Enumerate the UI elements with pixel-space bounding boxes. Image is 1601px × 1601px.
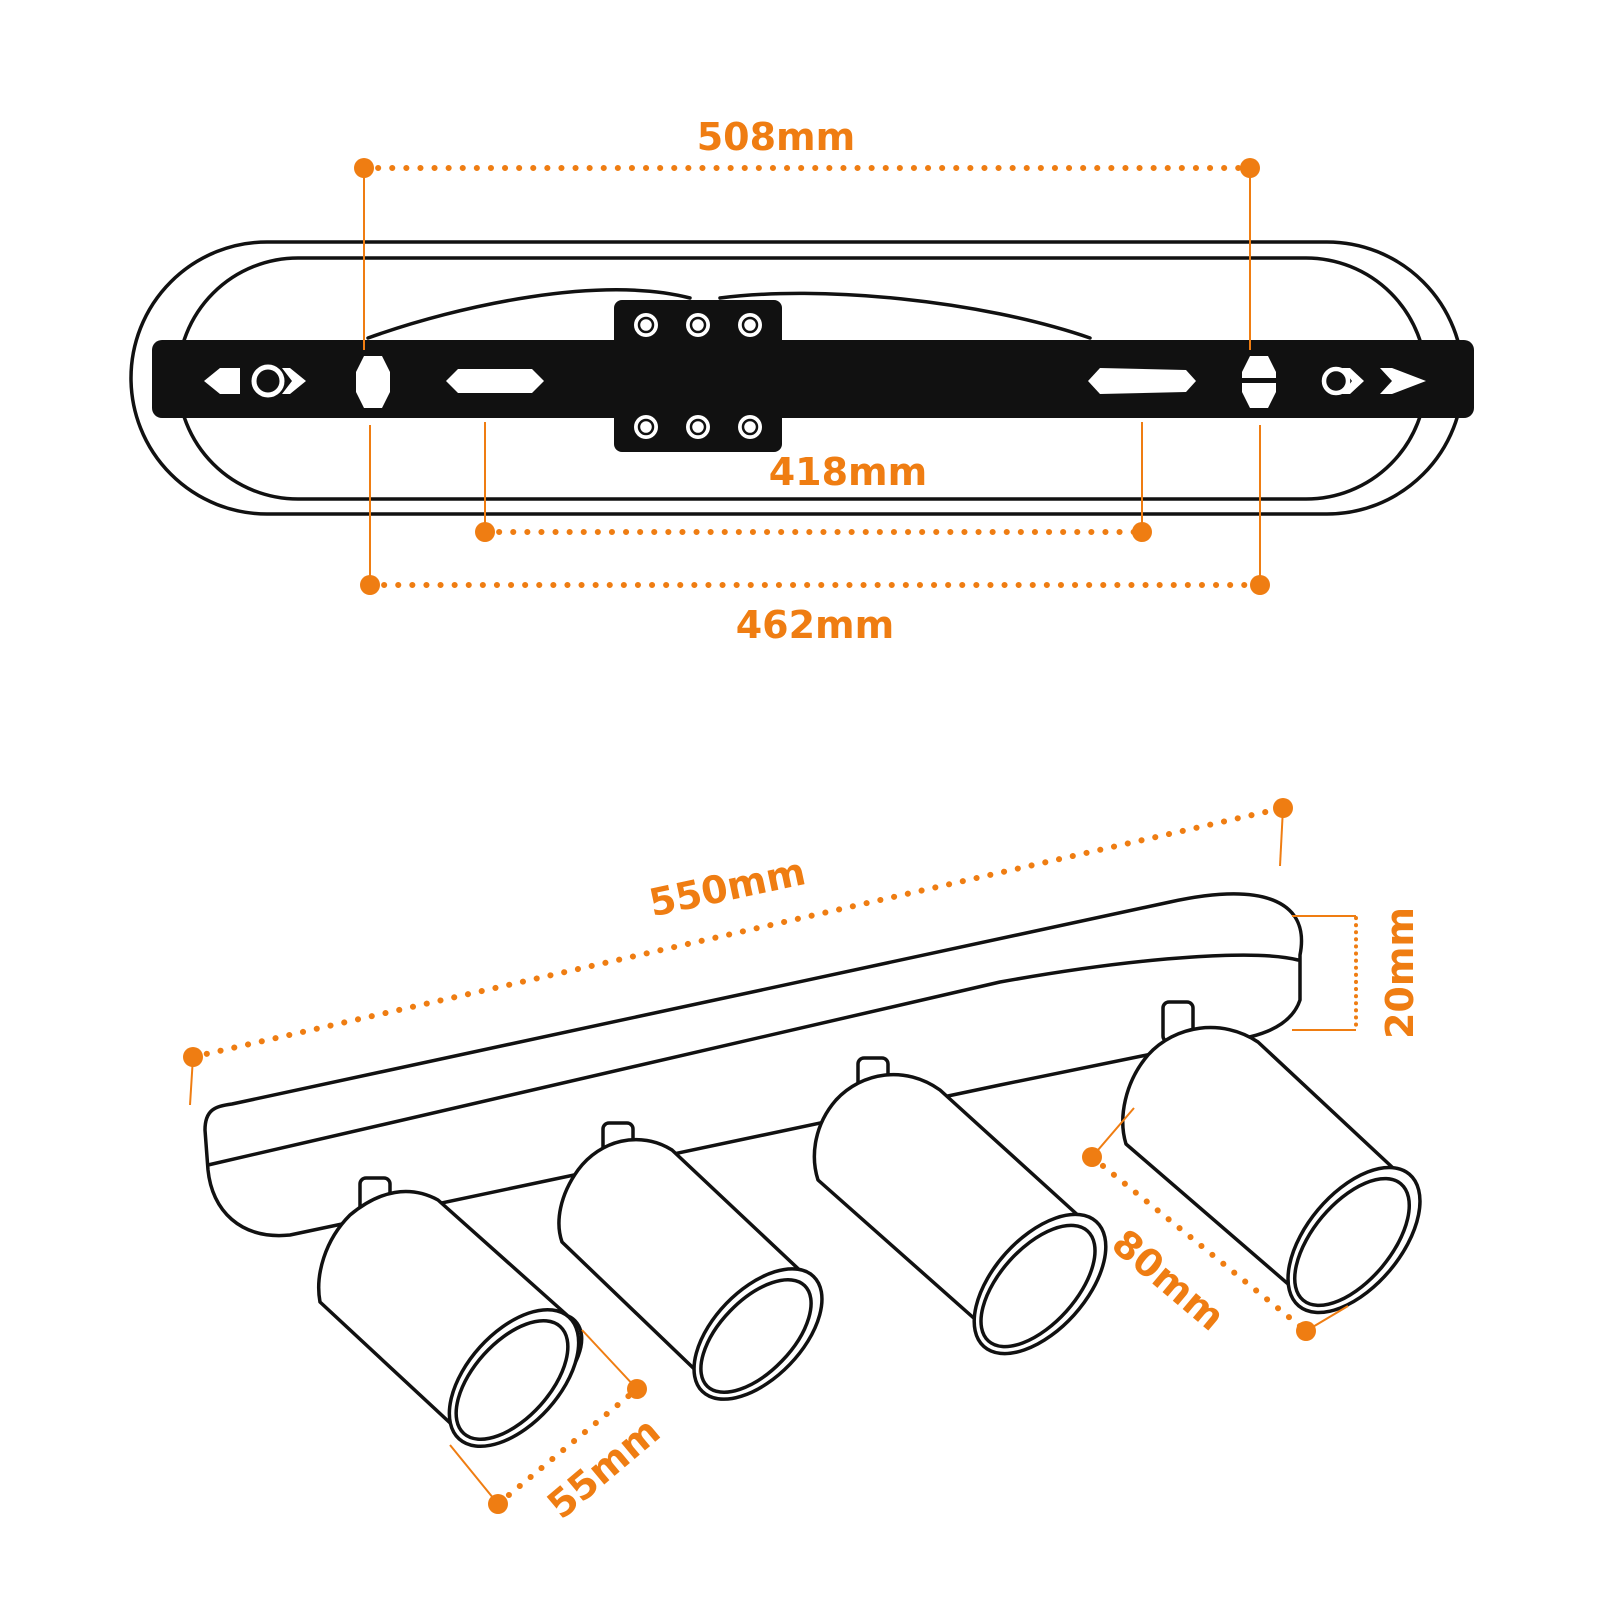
terminal-screw-icon <box>634 313 658 337</box>
label-508mm: 508mm <box>697 115 856 159</box>
mounting-hole-left <box>356 356 390 408</box>
terminal-screw-icon <box>738 313 762 337</box>
wire-left <box>366 288 692 340</box>
spotlight-1 <box>317 1189 584 1449</box>
dimension-inner-slot-span: 418mm <box>475 422 1152 542</box>
end-slot-right <box>1380 368 1426 394</box>
label-80mm: 80mm <box>1104 1221 1233 1340</box>
top-view: 508mm 418mm 462mm <box>129 115 1474 647</box>
terminal-screw-icon <box>686 313 710 337</box>
label-550mm: 550mm <box>645 849 809 925</box>
terminal-screws <box>634 313 762 439</box>
long-slot-right <box>1088 368 1196 394</box>
spotlight-4 <box>1121 1025 1422 1315</box>
wire-right <box>718 291 1092 340</box>
spotlight-3 <box>812 1072 1108 1356</box>
terminal-screw-icon <box>738 415 762 439</box>
screw-icon-left <box>251 364 285 398</box>
dimension-base-height: 20mm <box>1292 907 1422 1039</box>
dimension-mounting-hole-span: 508mm <box>354 115 1260 350</box>
label-418mm: 418mm <box>769 450 928 494</box>
end-slot-left <box>204 368 240 394</box>
spotlight-2 <box>557 1137 824 1401</box>
label-462mm: 462mm <box>736 603 895 647</box>
label-20mm: 20mm <box>1378 907 1422 1039</box>
end-clip-left <box>282 368 306 394</box>
mounting-hole-right-bar <box>1242 378 1276 383</box>
perspective-view: 550mm 20mm 80mm 55mm <box>183 798 1422 1528</box>
dimension-outer-slot-span: 462mm <box>360 425 1270 647</box>
long-slot-left <box>446 369 544 393</box>
label-55mm: 55mm <box>539 1409 668 1528</box>
base-plate-top-edge <box>206 953 1300 1167</box>
terminal-screw-icon <box>686 415 710 439</box>
terminal-block <box>614 300 782 452</box>
mounting-bracket <box>152 340 1474 418</box>
screw-icon-right <box>1321 366 1351 396</box>
terminal-screw-icon <box>634 415 658 439</box>
